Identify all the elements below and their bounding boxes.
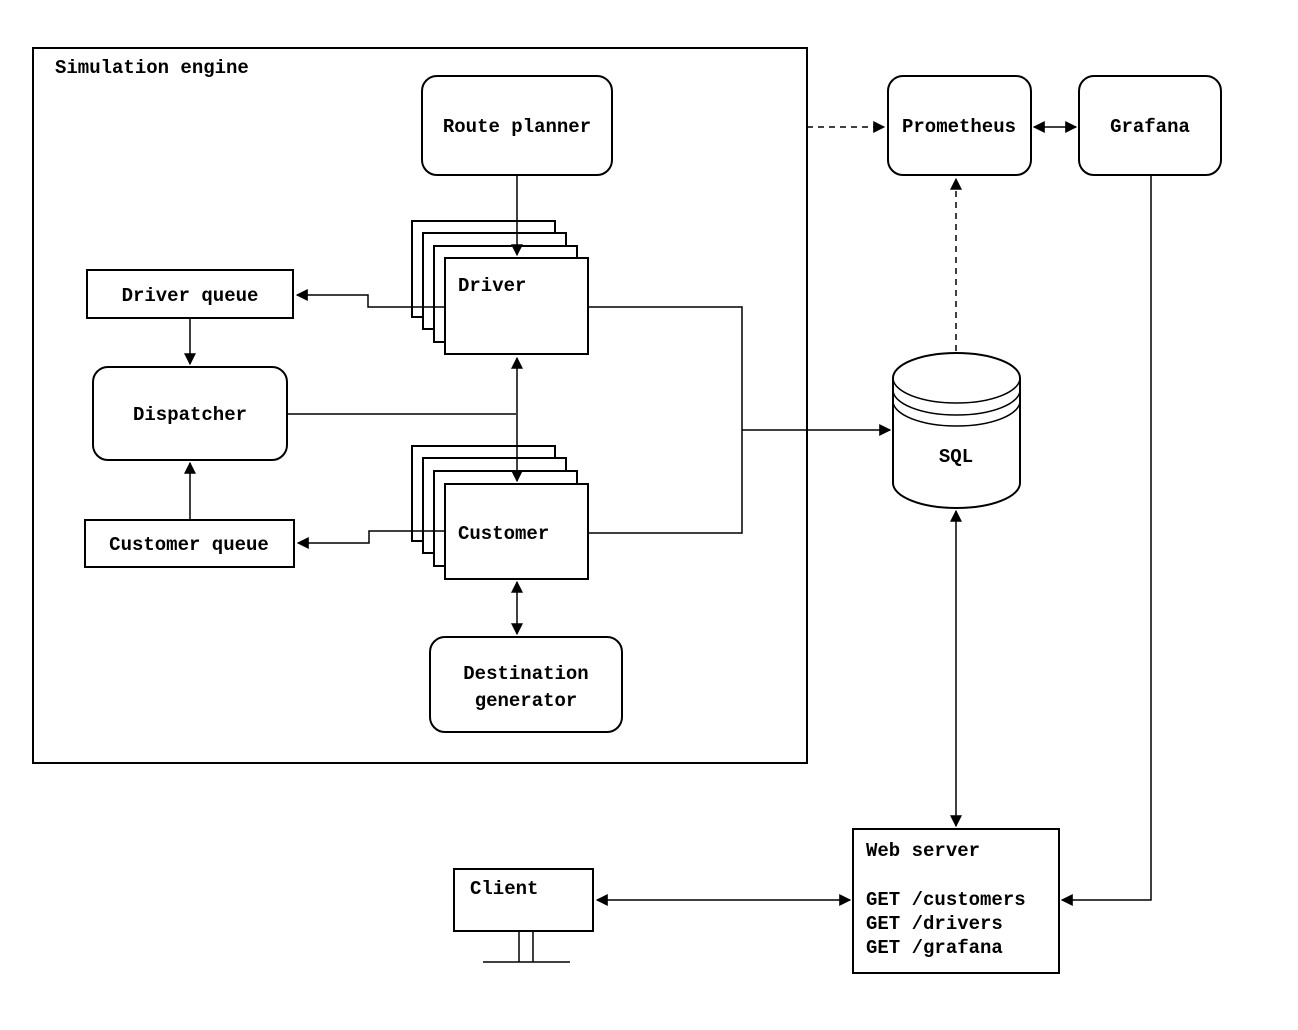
web-server-endpoint: GET /customers: [866, 889, 1026, 911]
driver-node: [444, 257, 589, 355]
dispatcher-label: Dispatcher: [133, 404, 247, 426]
prometheus-node: [887, 75, 1032, 176]
destination-generator-node: [429, 636, 623, 733]
driver-stack: Driver: [411, 220, 589, 355]
customer-queue-label: Customer queue: [109, 534, 269, 556]
cylinder-disk-arc: [892, 400, 1021, 427]
grafana-label: Grafana: [1110, 116, 1190, 138]
simulation-engine-label: Simulation engine: [55, 57, 249, 79]
web-server-endpoint: GET /drivers: [866, 913, 1003, 935]
edge-grafana-to-web-server: [1060, 175, 1152, 906]
web-server-endpoint: GET /grafana: [866, 937, 1003, 959]
driver-queue-label: Driver queue: [122, 285, 259, 307]
customer-queue-node: [84, 519, 295, 568]
web-server-box: [852, 828, 1060, 974]
web-server-title: Web server: [866, 840, 980, 862]
destination-generator-label-line1: Destination: [463, 663, 588, 685]
cylinder-top-arc: [892, 377, 1021, 404]
driver-label: Driver: [458, 275, 526, 297]
customer-label: Customer: [458, 523, 549, 545]
customer-stack: Customer: [411, 445, 589, 580]
grafana-node: [1078, 75, 1222, 176]
client-monitor-icon: [453, 868, 594, 932]
web-server-node: Web server GET /customers GET /drivers G…: [852, 828, 1060, 974]
edge-driver-customer-join: [588, 306, 743, 534]
sql-database-cylinder: SQL: [892, 352, 1021, 509]
client-label: Client: [470, 878, 538, 900]
prometheus-label: Prometheus: [902, 116, 1016, 138]
customer-node: [444, 483, 589, 580]
database-cylinder-icon: [892, 352, 1021, 509]
route-planner-label: Route planner: [443, 116, 591, 138]
sql-label: SQL: [939, 446, 973, 468]
edge-customer-to-customer-queue: [296, 530, 445, 549]
client-node: Client: [453, 868, 594, 963]
destination-generator-label-line2: generator: [475, 690, 578, 712]
cylinder-disk-arc: [892, 389, 1021, 416]
edge-driver-to-driver-queue: [295, 289, 445, 308]
